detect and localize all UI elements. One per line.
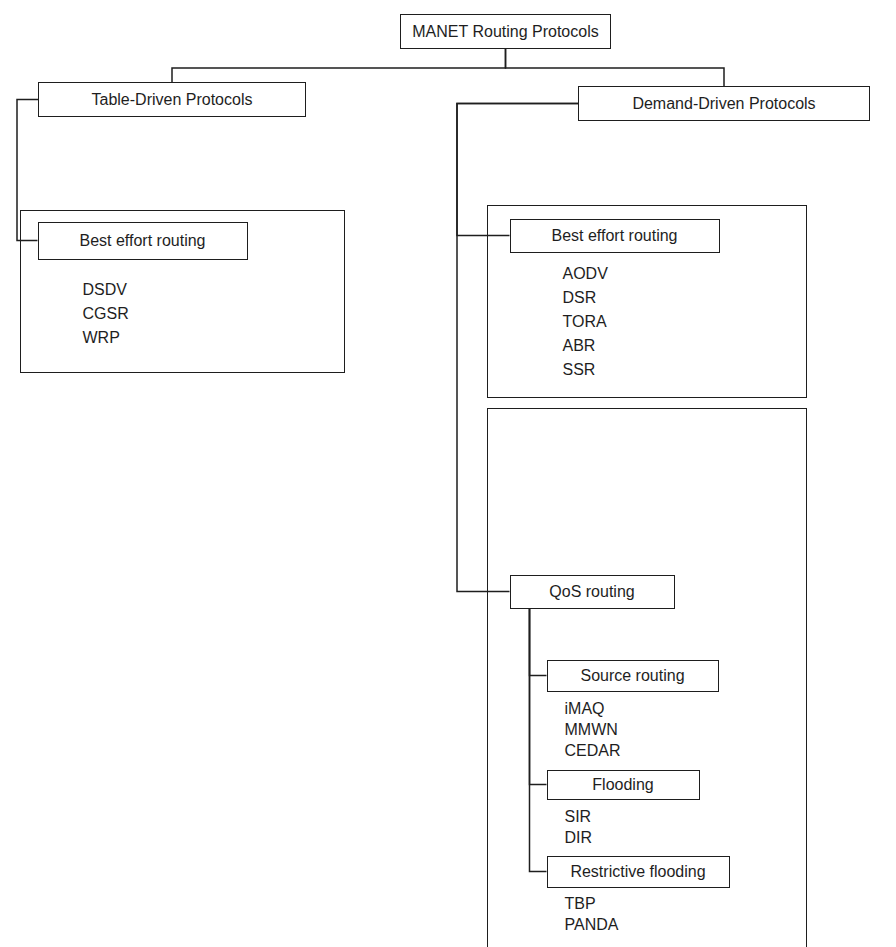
tree-connector	[457, 104, 578, 236]
tree-connector	[172, 49, 506, 82]
heading-box: Best effort routing	[38, 222, 248, 260]
category-box: Demand-Driven Protocols	[578, 86, 870, 121]
box-label: QoS routing	[549, 582, 634, 601]
box-label: Best effort routing	[552, 226, 678, 245]
heading-box: Best effort routing	[510, 219, 720, 253]
box-label: Source routing	[580, 666, 684, 685]
box-label: Restrictive flooding	[570, 862, 705, 881]
protocol-list: SIR DIR	[565, 806, 593, 848]
protocol-list: TBP PANDA	[565, 893, 619, 935]
root-box: MANET Routing Protocols	[400, 14, 611, 49]
category-box: Table-Driven Protocols	[38, 82, 306, 117]
group-panel: iMAQ MMWN CEDAR SIR DIR TBP PANDA QoS routi…	[487, 408, 807, 947]
box-label: Demand-Driven Protocols	[632, 94, 815, 113]
group-panel: AODV DSR TORA ABR SSR Best effort routing	[487, 205, 807, 398]
box-label: Flooding	[592, 775, 653, 794]
tree-connector	[530, 609, 547, 872]
heading-box: QoS routing	[510, 575, 675, 609]
tree-connector	[457, 104, 578, 592]
box-label: Table-Driven Protocols	[92, 90, 253, 109]
tree-connector	[530, 609, 547, 676]
box-label: Best effort routing	[80, 231, 206, 250]
tree-connector	[506, 49, 725, 86]
protocol-list: iMAQ MMWN CEDAR	[565, 698, 621, 761]
protocol-list: AODV DSR TORA ABR SSR	[563, 262, 608, 382]
subheading-box: Flooding	[547, 770, 700, 800]
box-label: MANET Routing Protocols	[412, 22, 598, 41]
subheading-box: Restrictive flooding	[547, 856, 730, 888]
tree-connector	[530, 609, 547, 785]
protocol-list: DSDV CGSR WRP	[83, 278, 129, 350]
subheading-box: Source routing	[547, 660, 719, 692]
group-panel: DSDV CGSR WRP Best effort routing	[20, 210, 345, 373]
